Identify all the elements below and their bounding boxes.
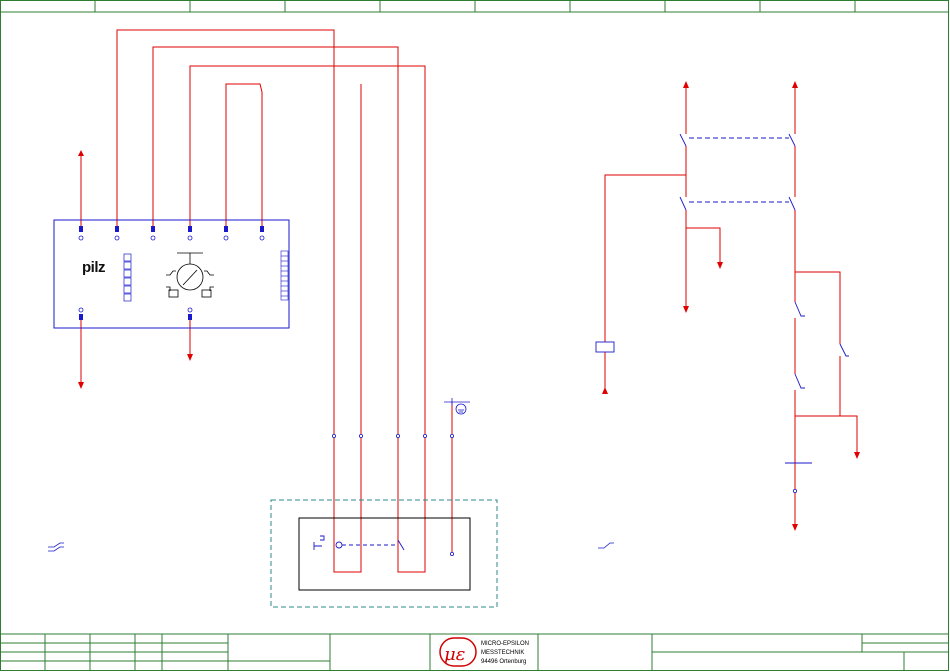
control-circuit-wiring — [605, 82, 857, 530]
micro-epsilon-logo: με — [440, 638, 476, 666]
junction-dot — [793, 489, 796, 492]
company-address: 94496 Ortenburg — [481, 659, 526, 666]
contact-legend-icon — [48, 543, 614, 551]
relay-contact — [680, 134, 849, 463]
ground-icon — [444, 398, 470, 414]
emergency-stop-device — [271, 500, 497, 607]
svg-text:με: με — [444, 644, 465, 665]
relay-brand-label: pilz — [82, 259, 105, 276]
arrow-icon — [602, 81, 860, 531]
title-block — [0, 634, 949, 671]
relay-coil — [596, 342, 614, 352]
relay-wiring — [81, 30, 452, 572]
settings-dial-icon — [166, 253, 214, 297]
junction-dot — [332, 434, 453, 555]
company-name-line2: MESSTECHNIK — [481, 650, 524, 657]
company-name-line1: MICRO-EPSILON — [481, 641, 529, 648]
